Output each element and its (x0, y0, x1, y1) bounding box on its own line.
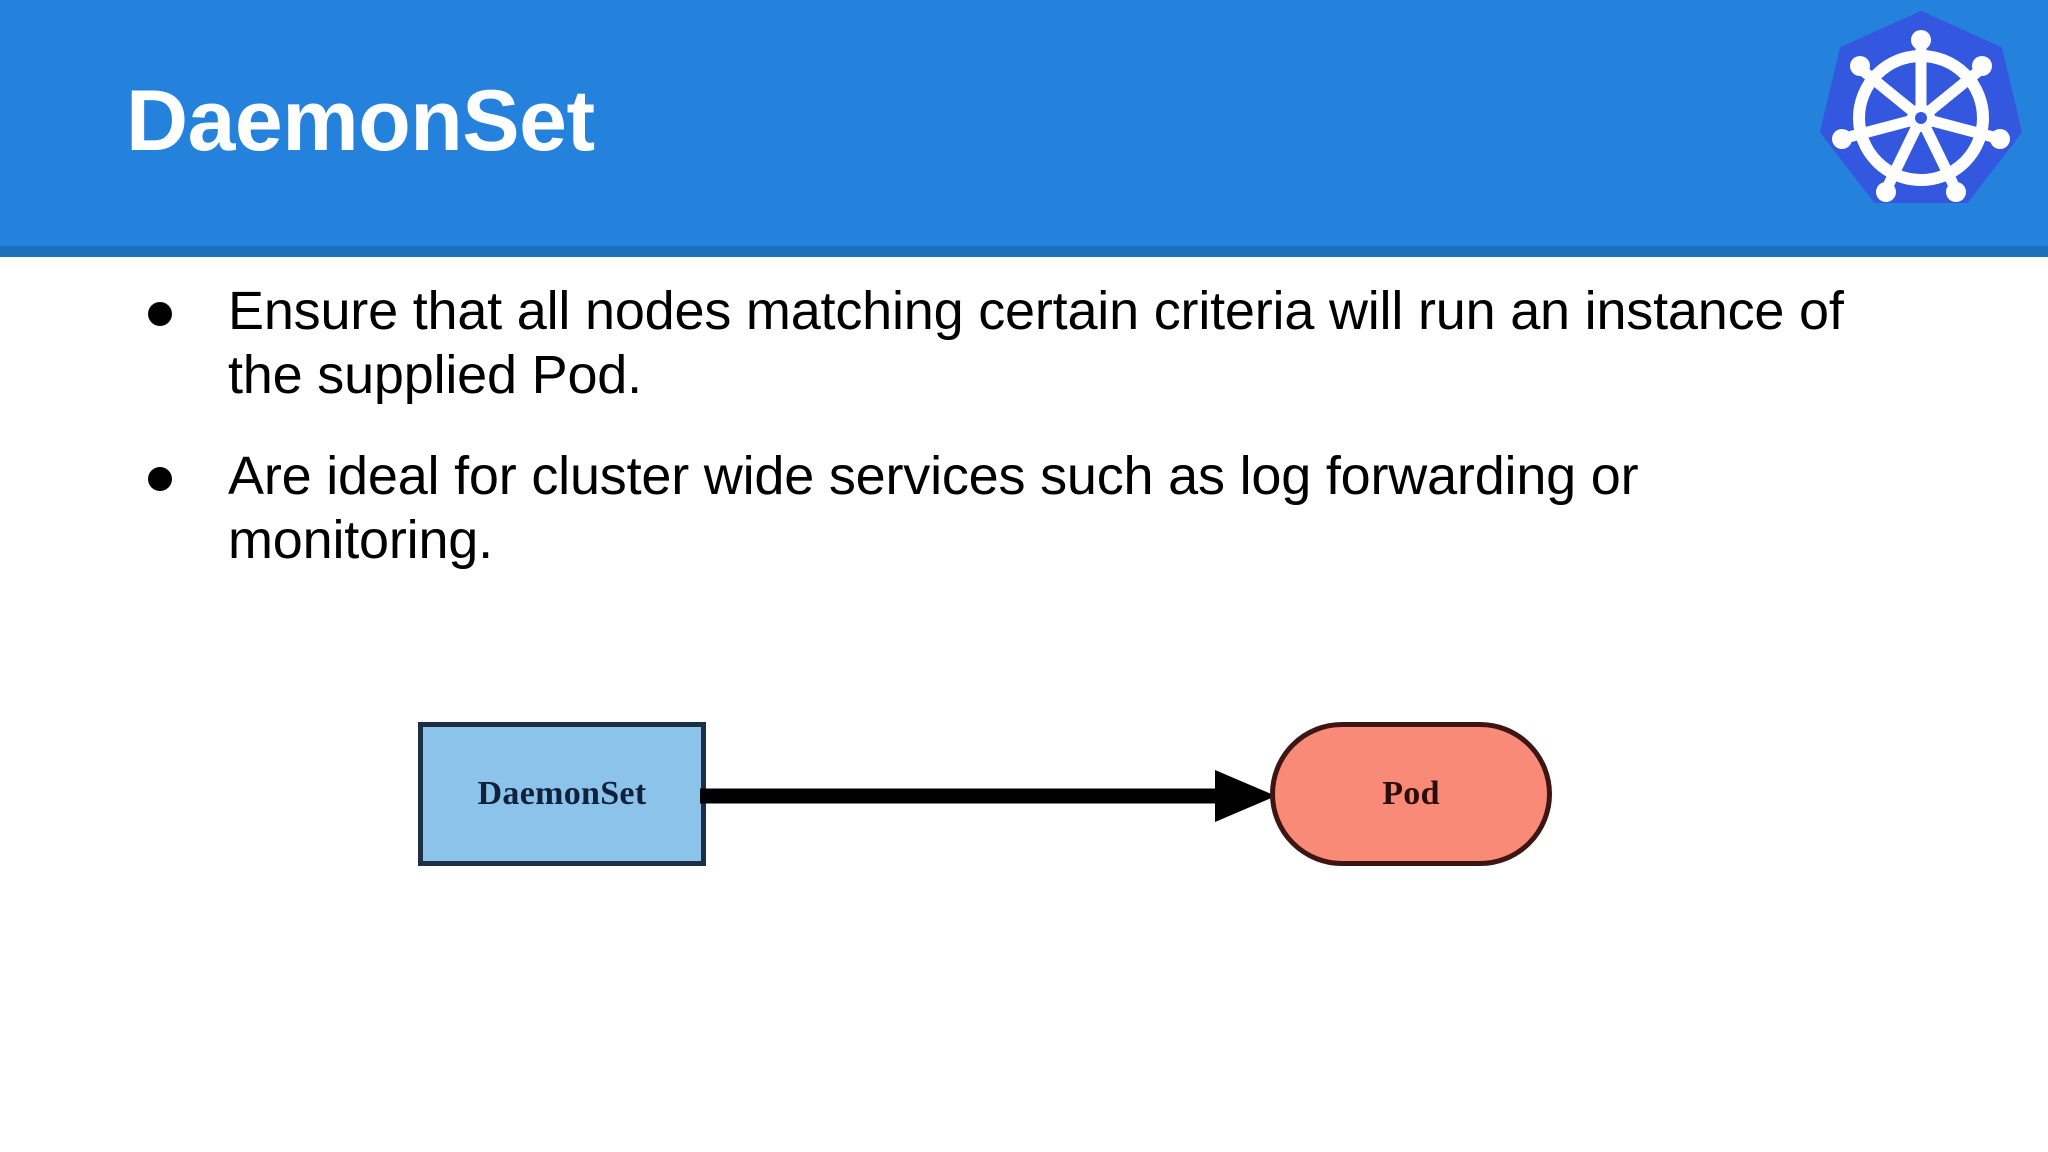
daemonset-pod-diagram: DaemonSet Pod (400, 700, 1600, 900)
kubernetes-logo (1805, 2, 2037, 234)
bullet-list: Ensure that all nodes matching certain c… (0, 280, 2048, 611)
list-item-text: Are ideal for cluster wide services such… (228, 446, 1639, 571)
diagram-edge-arrow-icon (700, 766, 1280, 826)
slide-header-band (0, 0, 2048, 246)
bullet-dot-icon (148, 302, 172, 326)
diagram-node-pod: Pod (1270, 722, 1552, 866)
list-item: Are ideal for cluster wide services such… (0, 445, 2048, 572)
diagram-node-daemonset: DaemonSet (418, 722, 706, 866)
page-title: DaemonSet (126, 73, 595, 169)
diagram-node-pod-label: Pod (1382, 775, 1440, 812)
list-item-text: Ensure that all nodes matching certain c… (228, 281, 1844, 405)
list-item: Ensure that all nodes matching certain c… (0, 280, 2048, 407)
slide-header-accent-stripe (0, 246, 2048, 257)
diagram-node-daemonset-label: DaemonSet (477, 775, 647, 812)
slide-header-shadow (0, 257, 2048, 262)
bullet-dot-icon (148, 467, 172, 492)
